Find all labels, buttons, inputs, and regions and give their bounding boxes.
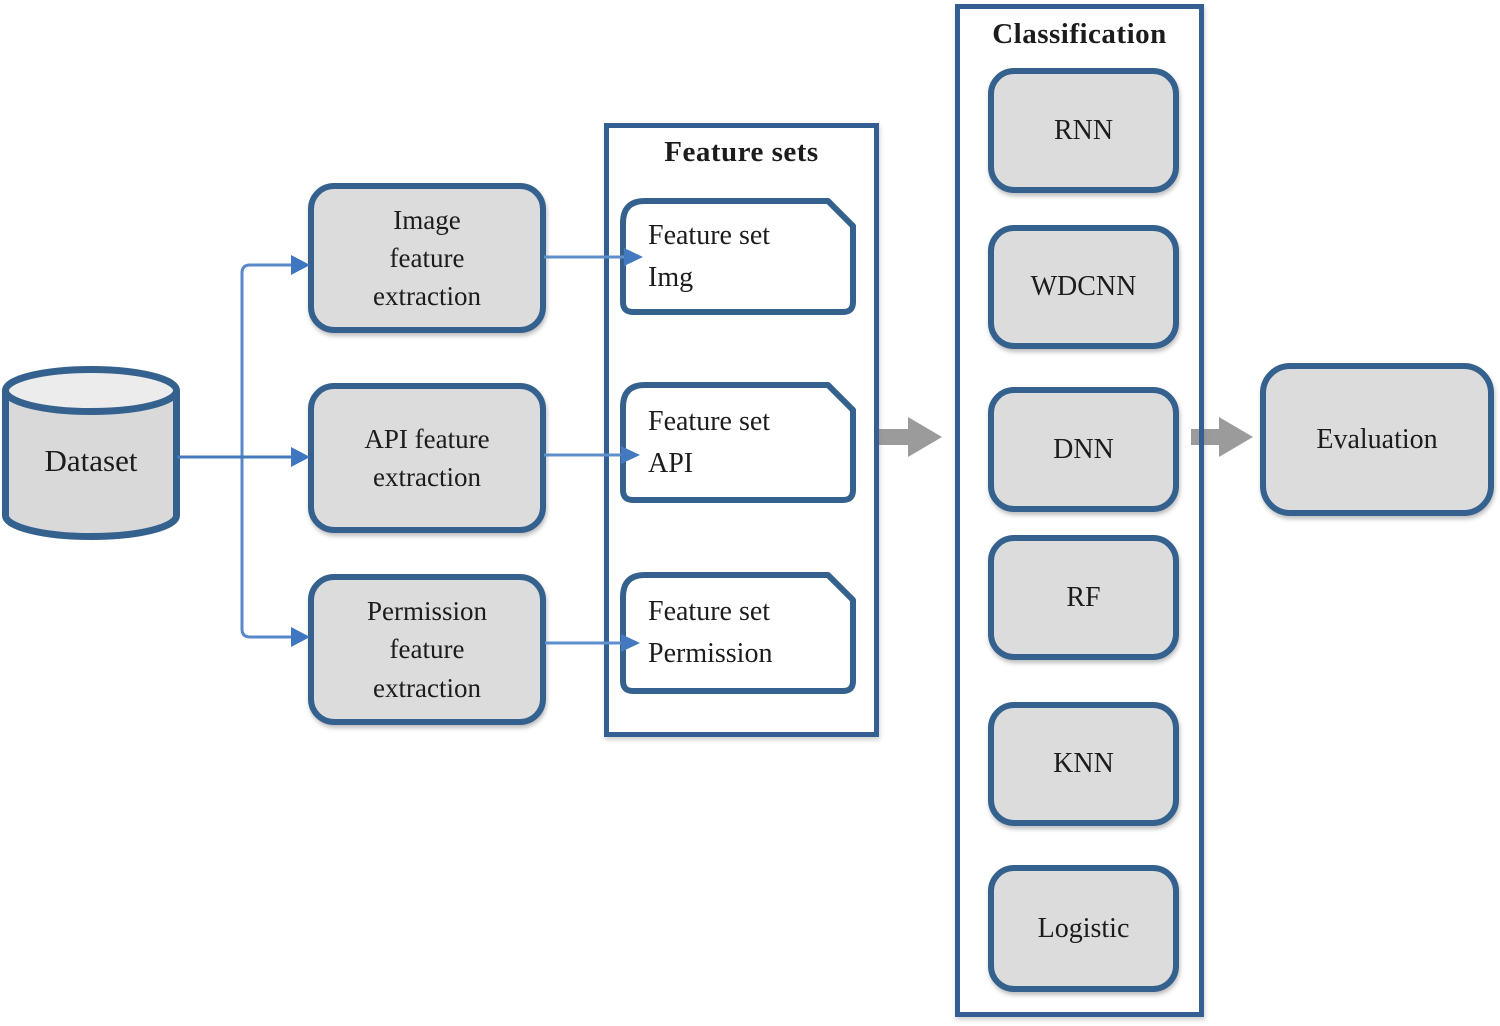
feature-sets-container — [604, 123, 879, 737]
extraction-node-api-label: API feature extraction — [364, 423, 490, 492]
classification-node-dnn-label: DNN — [1053, 433, 1114, 465]
extraction-node-image: Image feature extraction — [308, 183, 546, 333]
document-shape — [620, 198, 856, 315]
database-cylinder-icon — [2, 366, 180, 540]
extraction-node-permission-label: Permission feature extraction — [366, 596, 487, 703]
classification-node-wdcnn: WDCNN — [988, 225, 1179, 349]
classification-node-rnn-label: RNN — [1053, 114, 1114, 146]
gray-arrow-featuresets-to-classification — [879, 417, 942, 457]
feature-set-card-permission-label: Feature set Permission — [648, 596, 773, 669]
extraction-node-image-label: Image feature extraction — [373, 204, 481, 312]
extraction-node-api: API feature extraction — [308, 383, 546, 533]
classification-node-rnn: RNN — [988, 68, 1179, 193]
extraction-node-permission: Permission feature extraction — [308, 574, 546, 725]
feature-set-card-img: Feature set Img — [620, 198, 856, 315]
dataset-node: Dataset — [2, 366, 180, 540]
classification-node-rf: RF — [988, 535, 1179, 660]
feature-sets-title: Feature sets — [664, 136, 819, 168]
feature-set-card-api-label: Feature set API — [648, 405, 771, 479]
classification-node-knn-label: KNN — [1053, 748, 1114, 780]
evaluation-node-label: Evaluation — [1316, 423, 1438, 455]
dataset-label: Dataset — [44, 443, 138, 478]
classification-node-logistic: Logistic — [988, 865, 1179, 992]
connector-dataset-branch-bracket — [240, 263, 292, 639]
classification-node-logistic-label: Logistic — [1037, 912, 1130, 944]
document-shape — [620, 572, 856, 694]
classification-container — [955, 4, 1204, 1017]
feature-set-card-api: Feature set API — [620, 382, 856, 503]
evaluation-node: Evaluation — [1260, 363, 1494, 516]
document-shape — [620, 382, 856, 503]
classification-title: Classification — [992, 18, 1167, 50]
feature-set-card-permission: Feature set Permission — [620, 572, 856, 694]
classification-node-dnn: DNN — [988, 387, 1179, 512]
classification-node-wdcnn-label: WDCNN — [1030, 271, 1137, 303]
feature-set-card-img-label: Feature set Img — [648, 219, 771, 293]
classification-node-rf-label: RF — [1066, 581, 1101, 613]
classification-node-knn: KNN — [988, 702, 1179, 826]
